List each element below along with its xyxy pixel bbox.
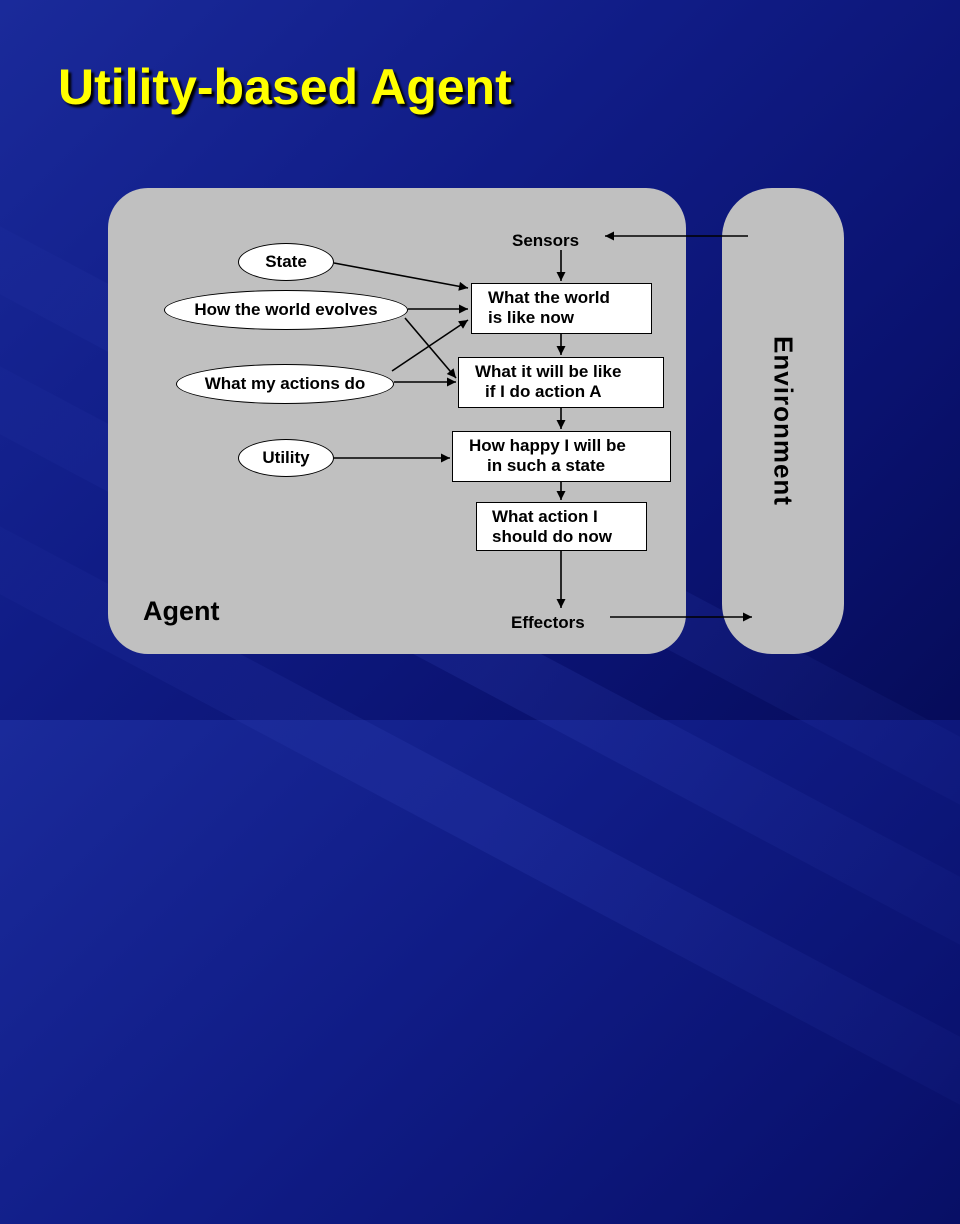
box-line: What action I xyxy=(492,507,598,526)
world-now-box: What the world is like now xyxy=(471,283,652,334)
agent-label: Agent xyxy=(143,596,220,626)
state-oval: State xyxy=(238,243,334,281)
slide-title: Utility-based Agent xyxy=(58,59,512,115)
box-line: is like now xyxy=(488,308,574,327)
box-line: should do now xyxy=(492,527,612,546)
evolves-to-will-be-arrow xyxy=(404,317,457,379)
agent-panel xyxy=(108,188,686,654)
box-line: in such a state xyxy=(487,456,606,475)
how-happy-box: How happy I will be in such a state xyxy=(452,431,671,482)
will-be-like-box: What it will be like if I do action A xyxy=(458,357,664,408)
effectors-label: Effectors xyxy=(511,613,585,632)
actions-do-oval: What my actions do xyxy=(176,364,394,404)
sensors-label: Sensors xyxy=(512,231,580,250)
box-line: How happy I will be xyxy=(469,436,626,455)
box-line: if I do action A xyxy=(485,382,602,401)
box-line: What it will be like xyxy=(475,362,622,381)
actions-to-world-arrow xyxy=(391,319,469,372)
world-evolves-oval: How the world evolves xyxy=(164,290,408,330)
action-now-box: What action I should do now xyxy=(476,502,647,551)
environment-panel xyxy=(722,188,844,654)
arrows-layer xyxy=(333,231,752,622)
utility-oval: Utility xyxy=(238,439,334,477)
box-line: What the world xyxy=(488,288,610,307)
state-to-world-arrow xyxy=(333,262,469,291)
